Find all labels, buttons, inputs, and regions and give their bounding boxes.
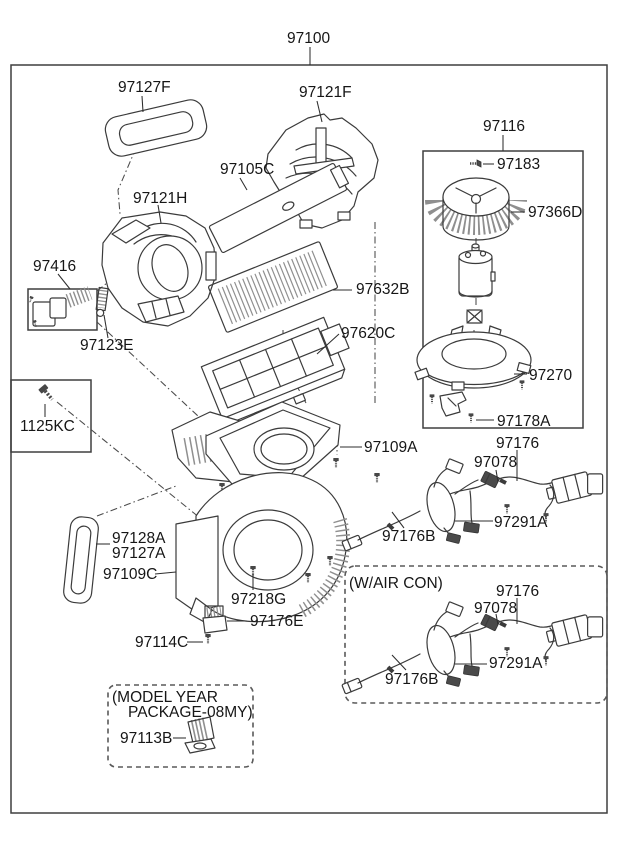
filter-cover-leader (316, 333, 340, 355)
lower-seal-drawing (63, 516, 99, 604)
part-label-97183: 97183 (497, 156, 540, 173)
harness1-sub-leader (495, 469, 499, 483)
center-case-drawing (171, 401, 381, 494)
bolt-callout-box (10, 379, 92, 453)
part-label-97078-upper: 97078 (474, 454, 517, 471)
part-label-97176e: 97176E (250, 613, 303, 630)
blower-motor-drawing (449, 243, 502, 344)
cover-panel-drawing (208, 162, 350, 254)
part-label-97121h: 97121H (133, 190, 187, 207)
part-label-97114c: 97114C (135, 634, 188, 651)
intake-actuator-leader (57, 273, 71, 290)
part-label-97270: 97270 (529, 367, 572, 384)
model-year-caption-line2: PACKAGE-08MY) (128, 704, 253, 721)
part-label-97178a: 97178A (497, 413, 551, 430)
actuator-cam-leader (103, 314, 109, 339)
motor-bracket-drawing (439, 391, 475, 424)
aircon-box-caption: (W/AIR CON) (349, 575, 443, 592)
part-label-97632b: 97632B (356, 281, 409, 298)
mount-bolt-drawing (36, 382, 58, 405)
relay-drawing (202, 605, 228, 634)
motor-cover-drawing (414, 331, 532, 411)
harness1-ext-leader (391, 511, 405, 529)
part-label-97128a: 97128A (112, 530, 166, 547)
part-label-97100: 97100 (287, 30, 330, 47)
relay-screw-drawing (204, 632, 212, 645)
upper-seal-leader (141, 95, 144, 113)
part-label-97176b-upper: 97176B (382, 528, 435, 545)
part-label-97416: 97416 (33, 258, 76, 275)
aircon-option-box (344, 565, 608, 704)
intake-actuator-drawing (27, 286, 93, 328)
part-label-97291a-ac: 97291A (489, 655, 543, 672)
part-label-97109c: 97109C (103, 566, 157, 583)
air-filter-drawing (208, 241, 338, 333)
part-label-97127a: 97127A (112, 545, 166, 562)
lower-case-leader (154, 571, 177, 575)
part-label-97123e: 97123E (80, 337, 133, 354)
cover-panel-leader (239, 177, 248, 191)
harness2-sub-leader (495, 613, 499, 626)
blower-wheel-drawing (425, 177, 527, 241)
part-label-97176-ac: 97176 (496, 583, 539, 600)
harness2-ext-leader (391, 654, 407, 671)
lower-case-drawing (175, 472, 351, 624)
part-label-97176b-ac: 97176B (385, 671, 438, 688)
part-label-97176-upper: 97176 (496, 435, 539, 452)
resistor-drawing (184, 716, 216, 754)
part-label-97121f: 97121F (299, 84, 352, 101)
part-label-1125kc: 1125KC (20, 418, 75, 435)
part-label-97127f: 97127F (118, 79, 171, 96)
part-label-97078-ac: 97078 (474, 600, 517, 617)
part-labels: 97100 97127F 97121F 97116 97183 97366D 9… (20, 30, 582, 747)
part-label-97105c: 97105C (220, 161, 274, 178)
part-label-97113b: 97113B (120, 730, 172, 747)
upper-case-drawing (101, 211, 217, 327)
part-label-97116: 97116 (483, 118, 525, 135)
part-label-97291a-upper: 97291A (494, 514, 548, 531)
part-label-97620c: 97620C (341, 325, 395, 342)
part-label-97218g: 97218G (231, 591, 286, 608)
actuator-cam-drawing (95, 286, 109, 317)
upper-case-leader (157, 204, 162, 224)
upper-seal-drawing (104, 99, 208, 157)
part-label-97109a: 97109A (364, 439, 418, 456)
model-year-caption-line1: (MODEL YEAR (112, 689, 218, 706)
inlet-duct-leader (316, 100, 323, 123)
motor-screw-drawing (470, 159, 482, 168)
model-year-box (107, 684, 254, 768)
part-label-97366d: 97366D (528, 204, 582, 221)
